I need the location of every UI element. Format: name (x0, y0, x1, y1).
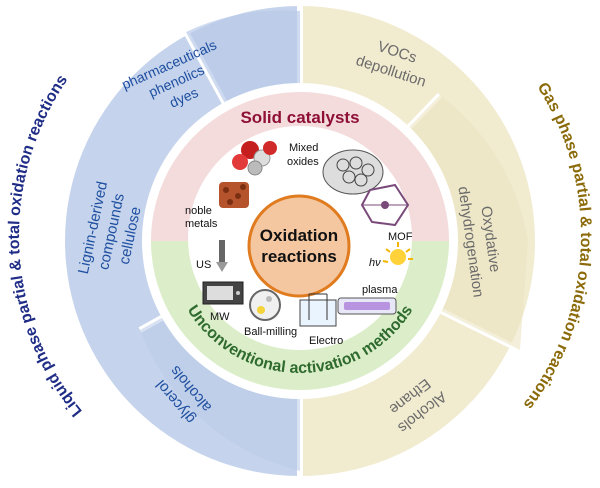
hexagonal-structure-illustration (322, 149, 384, 195)
hv-label: hν (369, 257, 381, 269)
mixed-oxides-illustration (232, 141, 277, 176)
center-title-line2: reactions (261, 247, 337, 266)
ultrasound-probe-illustration (216, 240, 228, 272)
mixed-oxides-label-line1: Mixed (289, 142, 318, 154)
electrochemical-cell-illustration (299, 293, 337, 327)
solid-catalysts-title: Solid catalysts (240, 108, 359, 127)
microwave-illustration (202, 281, 244, 305)
sun-light-illustration (382, 242, 413, 265)
center-title-line1: Oxidation (260, 226, 338, 245)
mof-illustration (360, 183, 410, 227)
noble-metals-label-line1: noble (185, 205, 212, 217)
electro-label: Electro (309, 335, 343, 347)
ball-milling-label: Ball-milling (244, 326, 297, 338)
liquid-left-group: Lignin-derived compounds cellulose (75, 180, 145, 276)
plasma-label: plasma (362, 284, 398, 296)
noble-metals-label-line2: metals (185, 218, 218, 230)
ball-mill-illustration (249, 289, 281, 321)
mixed-oxides-label-line2: oxides (287, 156, 319, 168)
mw-label: MW (210, 311, 230, 323)
mof-label: MOF (388, 231, 413, 243)
center-circle (247, 194, 351, 298)
plasma-reactor-illustration (337, 297, 397, 315)
noble-metals-illustration (219, 182, 249, 208)
us-label: US (196, 259, 211, 271)
